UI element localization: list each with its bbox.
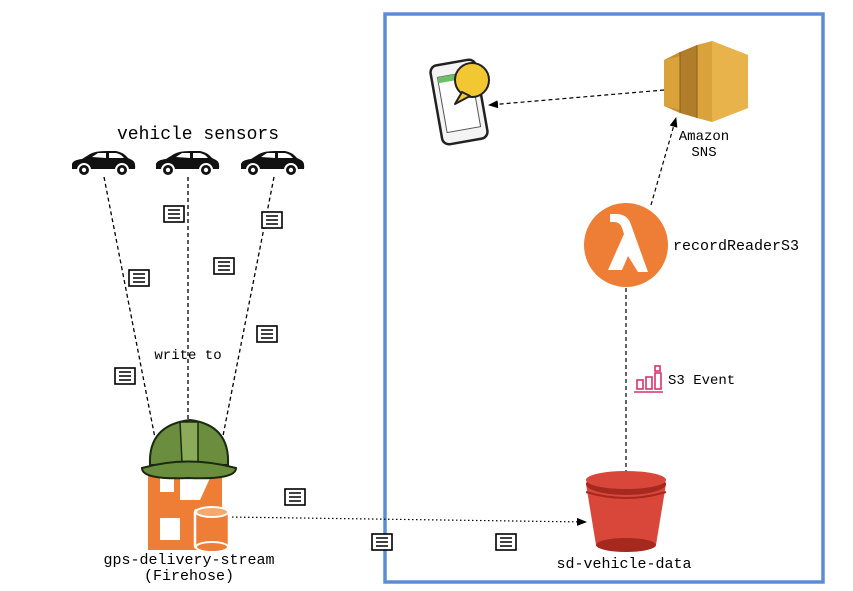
vehicle-sensors-label: vehicle sensors <box>117 125 279 145</box>
boundary-box <box>383 12 825 584</box>
firehose-type-label: (Firehose) <box>144 568 234 585</box>
document-icon <box>128 269 150 287</box>
document-icon <box>495 533 517 551</box>
connector-sns-phone <box>488 89 665 109</box>
document-icon <box>371 533 393 551</box>
sns-icon <box>664 41 748 122</box>
lambda-icon <box>584 203 668 287</box>
document-icon <box>114 367 136 385</box>
lambda-label: recordReaderS3 <box>673 238 799 255</box>
s3-bucket-icon <box>585 471 667 552</box>
car-icon <box>154 149 221 178</box>
s3-event-label: S3 Event <box>668 373 735 389</box>
connector-firehose-bucket <box>227 516 587 526</box>
mobile-phone-icon <box>429 58 490 146</box>
document-icon <box>163 205 185 223</box>
document-icon <box>261 211 283 229</box>
kinesis-firehose-icon <box>140 418 238 553</box>
s3-event-icon <box>634 365 663 393</box>
sensor-connections <box>103 176 275 447</box>
bucket-label: sd-vehicle-data <box>556 556 691 573</box>
document-icon <box>284 488 306 506</box>
write-to-label: write to <box>154 348 221 364</box>
sns-label-line1: Amazon <box>679 129 729 145</box>
connector-lambda-sns <box>650 117 678 206</box>
sns-label-line2: SNS <box>691 145 716 161</box>
document-icon <box>256 325 278 343</box>
firehose-name-label: gps-delivery-stream <box>103 552 274 569</box>
car-icon <box>70 149 137 178</box>
document-icon <box>213 257 235 275</box>
car-icon <box>239 149 306 178</box>
connector-car-1 <box>103 176 156 439</box>
